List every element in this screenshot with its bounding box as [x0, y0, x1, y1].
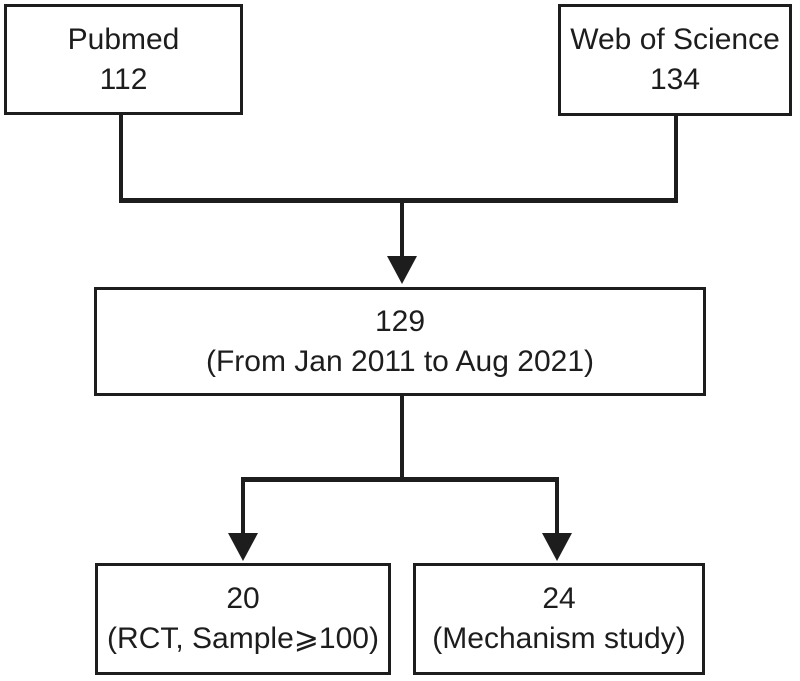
connector-split-horizontal [241, 477, 559, 482]
connector-pubmed-down [119, 114, 123, 202]
arrow-down-icon [542, 533, 572, 561]
node-mechanism-studies: 24 (Mechanism study) [413, 563, 705, 675]
connector-combined-down [400, 395, 404, 481]
connector-wos-down [674, 114, 678, 202]
node-pubmed-source-label: Pubmed [67, 22, 180, 56]
node-pubmed: Pubmed 112 [4, 4, 243, 115]
connector-mechanism-down [555, 477, 559, 535]
node-mechanism-label: (Mechanism study) [432, 622, 686, 655]
node-mechanism-count: 24 [542, 582, 576, 615]
connector-center-down [400, 198, 404, 258]
node-web-of-science: Web of Science 134 [558, 4, 792, 116]
node-wos-count: 134 [649, 63, 701, 96]
node-rct-studies: 20 (RCT, Sample⩾100) [95, 563, 391, 675]
node-pubmed-count: 112 [99, 62, 148, 96]
node-wos-source-label: Web of Science [570, 23, 780, 56]
node-combined-count: 129 [374, 304, 426, 338]
node-combined-date-range: (From Jan 2011 to Aug 2021) [205, 344, 594, 378]
connector-merge-horizontal [119, 198, 678, 203]
node-rct-criteria: (RCT, Sample⩾100) [107, 622, 379, 655]
arrow-down-icon [387, 256, 417, 284]
node-rct-count: 20 [226, 582, 260, 615]
arrow-down-icon [228, 533, 258, 561]
node-combined-records: 129 (From Jan 2011 to Aug 2021) [94, 287, 706, 396]
connector-rct-down [241, 477, 245, 535]
